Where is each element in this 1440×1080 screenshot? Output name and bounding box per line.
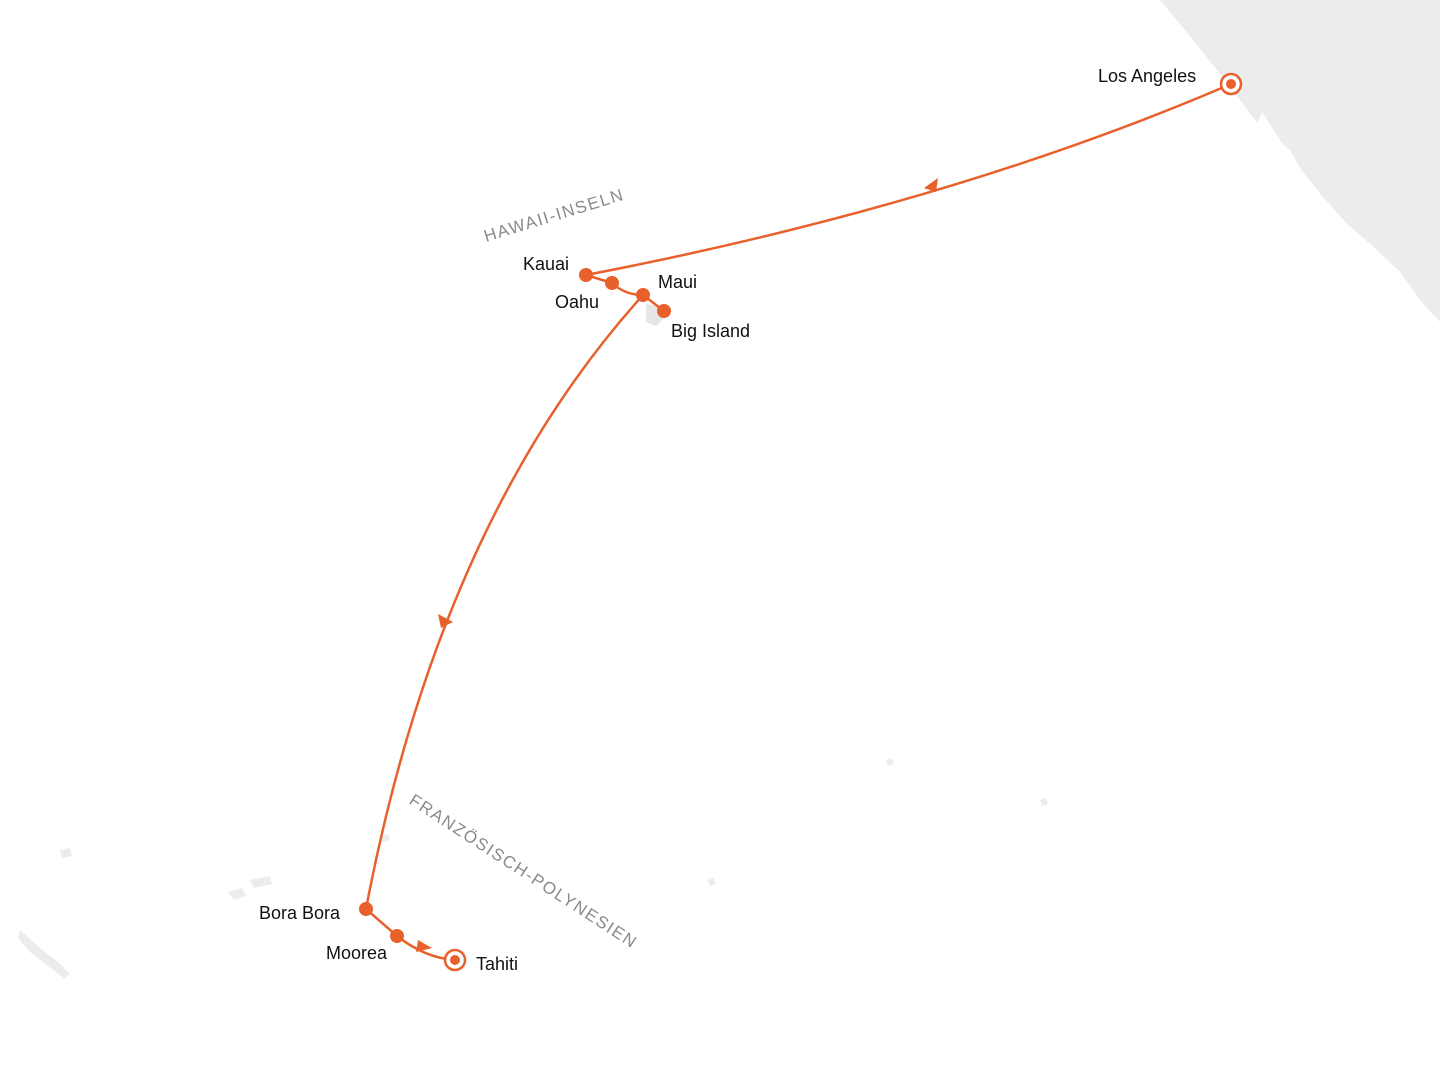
atoll-4 — [886, 758, 894, 766]
port-label-maui: Maui — [658, 272, 697, 292]
port-label-moorea: Moorea — [326, 943, 388, 963]
port-marker-big-island[interactable] — [657, 304, 671, 318]
route-arrow-2 — [438, 614, 453, 628]
route-arrow-3 — [416, 940, 432, 952]
port-marker-tahiti-center — [450, 955, 460, 965]
route-maui-borabora — [364, 293, 645, 911]
port-label-big-island: Big Island — [671, 321, 750, 341]
route-la-kauai — [584, 82, 1233, 277]
atoll-1 — [60, 848, 72, 858]
cook-islands — [18, 930, 70, 978]
region-label-hawaii: HAWAII-INSELN — [482, 185, 627, 246]
port-marker-moorea[interactable] — [390, 929, 404, 943]
port-label-bora-bora: Bora Bora — [259, 903, 341, 923]
route-layer — [364, 82, 1233, 962]
route-arrow-1 — [924, 178, 938, 192]
port-label-los-angeles: Los Angeles — [1098, 66, 1196, 86]
port-marker-oahu[interactable] — [605, 276, 619, 290]
baja-california-landmass — [1258, 112, 1362, 246]
atoll-3 — [708, 878, 716, 886]
land-layer — [18, 0, 1440, 978]
atoll-5 — [1040, 798, 1048, 806]
port-markers — [359, 72, 1243, 972]
port-marker-kauai[interactable] — [579, 268, 593, 282]
port-label-kauai: Kauai — [523, 254, 569, 274]
raiatea-island — [250, 876, 272, 888]
port-label-tahiti: Tahiti — [476, 954, 518, 974]
port-marker-maui[interactable] — [636, 288, 650, 302]
port-marker-bora-bora[interactable] — [359, 902, 373, 916]
bora-bora-island — [228, 888, 246, 900]
region-label-french-polynesia: FRANZÖSISCH-POLYNESIEN — [406, 790, 641, 952]
north-america-landmass — [1160, 0, 1440, 322]
port-label-oahu: Oahu — [555, 292, 599, 312]
port-labels: Los Angeles Kauai Oahu Maui Big Island B… — [259, 66, 1196, 974]
route-arrows — [416, 178, 938, 952]
port-marker-los-angeles-center — [1226, 79, 1236, 89]
